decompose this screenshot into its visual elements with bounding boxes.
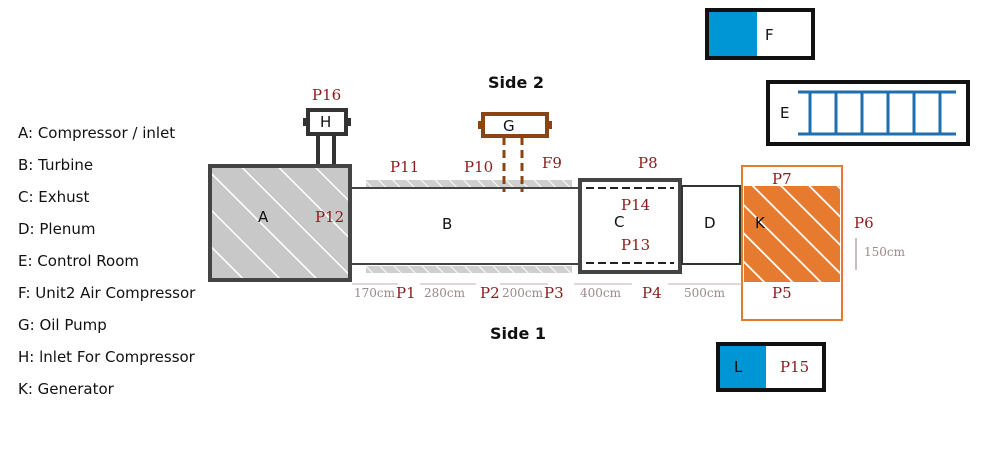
- point-p13: P13: [621, 236, 650, 254]
- box-k-label: K: [755, 214, 766, 232]
- point-p15: P15: [780, 358, 809, 376]
- distance-170: 170cm: [354, 286, 396, 300]
- exhust-c-box: [578, 178, 682, 274]
- oil-pump-box: [481, 112, 549, 138]
- air-compressor-border: [705, 8, 815, 60]
- distance-400: 400cm: [580, 286, 622, 300]
- legend-item: E: Control Room: [18, 252, 139, 270]
- point-p11: P11: [390, 158, 419, 176]
- point-p6: P6: [854, 214, 874, 232]
- point-p10: P10: [464, 158, 493, 176]
- box-d-label: D: [704, 214, 716, 232]
- unit-l: L: [716, 342, 826, 392]
- legend-item: G: Oil Pump: [18, 316, 107, 334]
- distance-280: 280cm: [424, 286, 466, 300]
- air-compressor-f: F: [705, 8, 815, 60]
- distance-150: 150cm: [864, 245, 906, 259]
- point-p1: P1: [396, 284, 416, 302]
- point-p14: P14: [621, 196, 650, 214]
- point-p3: P3: [544, 284, 564, 302]
- generator-core: [744, 186, 840, 282]
- oil-pump-g: G: [478, 112, 552, 192]
- legend-item: A: Compressor / inlet: [18, 124, 175, 142]
- legend-item: D: Plenum: [18, 220, 95, 238]
- point-p2: P2: [480, 284, 500, 302]
- unit-l-blue: [718, 344, 766, 390]
- box-e-label: E: [780, 104, 789, 122]
- box-c-label: C: [614, 213, 624, 231]
- control-room-e: E: [766, 80, 970, 146]
- legend-item: B: Turbine: [18, 156, 93, 174]
- point-p5: P5: [772, 284, 792, 302]
- legend-item: F: Unit2 Air Compressor: [18, 284, 196, 302]
- point-p7: P7: [772, 170, 792, 188]
- inlet-h-flange-right: [345, 118, 351, 126]
- air-compressor-blue: [707, 10, 757, 58]
- point-p4: P4: [642, 284, 662, 302]
- legend: A: Compressor / inlet B: Turbine C: Exhu…: [18, 124, 196, 398]
- box-b-label: B: [442, 215, 452, 233]
- exhust-c: C: [578, 178, 682, 274]
- box-a-label: A: [258, 208, 269, 226]
- inlet-h: H: [303, 108, 351, 166]
- turbine-b: B: [352, 180, 580, 273]
- oil-pump-flange-left: [478, 121, 484, 129]
- distance-500: 500cm: [684, 286, 726, 300]
- oil-pump-flange-right: [546, 121, 552, 129]
- unit-l-border: [716, 342, 826, 392]
- generator-k: K: [741, 165, 843, 321]
- box-h-label: H: [320, 113, 331, 131]
- legend-item: H: lnlet For Compressor: [18, 348, 196, 366]
- turbine-top-strip: [366, 180, 572, 187]
- plenum-d: [681, 185, 741, 265]
- legend-item: K: Generator: [18, 380, 115, 398]
- side-2-title: Side 2: [488, 73, 544, 92]
- side-1-title: Side 1: [490, 324, 546, 343]
- turbine-bottom-strip: [366, 266, 572, 273]
- legend-item: C: Exhust: [18, 188, 89, 206]
- box-f-label: F: [765, 26, 774, 44]
- measurement-points: P16 P12 P11 P10 F9 P8 P7 P6 P14 P13 P1 P…: [312, 86, 874, 376]
- box-l-label: L: [734, 358, 743, 376]
- distance-200: 200cm: [502, 286, 544, 300]
- point-p8: P8: [638, 154, 658, 172]
- distance-labels: 170cm 280cm 200cm 400cm 500cm 150cm: [354, 245, 906, 300]
- point-f9: F9: [542, 154, 562, 172]
- point-p16: P16: [312, 86, 341, 104]
- box-g-label: G: [503, 117, 515, 135]
- inlet-h-flange-left: [303, 118, 309, 126]
- compressor-a: [208, 164, 352, 282]
- point-p12: P12: [315, 208, 344, 226]
